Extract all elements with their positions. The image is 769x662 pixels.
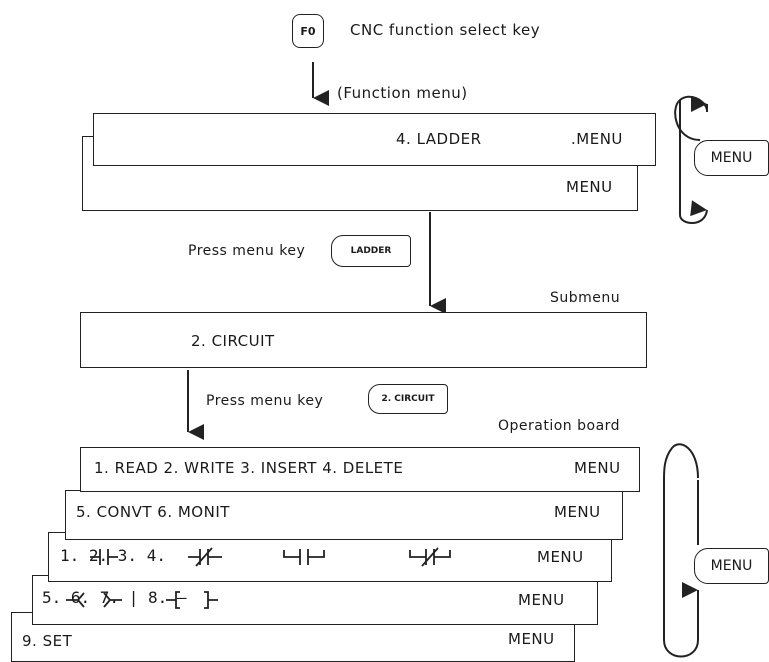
function-menu-ladder-item[interactable]: 4. LADDER xyxy=(396,130,482,148)
nc-contact-icon xyxy=(188,547,222,567)
op-row-1-menu[interactable]: MENU xyxy=(574,459,621,477)
menu-cycle-key-bottom[interactable]: MENU xyxy=(694,548,769,584)
press-menu-key-label-2: Press menu key xyxy=(206,393,324,409)
ladder-key[interactable]: LADDER xyxy=(331,235,411,267)
op-row-5-menu[interactable]: MENU xyxy=(508,630,555,648)
submenu-box xyxy=(80,312,647,368)
op-row-3-text[interactable]: 1. 2. 3. 4. xyxy=(60,546,166,565)
op-row-2-text[interactable]: 5. CONVT 6. MONIT xyxy=(76,503,230,521)
coil-icon xyxy=(66,592,122,608)
op-row-2-menu[interactable]: MENU xyxy=(554,503,601,521)
f0-key-label: CNC function select key xyxy=(350,21,541,39)
no-output-contact-icon xyxy=(283,549,325,565)
function-menu-next-2[interactable]: MENU xyxy=(566,178,613,196)
op-row-3-menu[interactable]: MENU xyxy=(537,548,584,566)
op-row-4-text[interactable]: 5. 6. 7. | 8. — xyxy=(42,588,187,607)
op-row-5-text[interactable]: 9. SET xyxy=(22,632,73,650)
circuit-key[interactable]: 2. CIRCUIT xyxy=(368,384,448,414)
op-row-4 xyxy=(32,575,598,625)
op-row-3 xyxy=(48,532,612,582)
op-row-1-text[interactable]: 1. READ 2. WRITE 3. INSERT 4. DELETE xyxy=(94,459,404,477)
no-contact-icon xyxy=(90,549,118,565)
function-bracket-icon xyxy=(166,591,218,609)
op-row-1 xyxy=(80,447,640,492)
operation-board-title: Operation board xyxy=(498,418,621,434)
function-menu-label: (Function menu) xyxy=(337,84,468,102)
function-menu-front xyxy=(93,113,656,166)
submenu-title: Submenu xyxy=(550,290,621,306)
menu-cycle-key-top[interactable]: MENU xyxy=(694,140,769,176)
f0-key[interactable]: F0 xyxy=(292,14,324,48)
function-menu-next[interactable]: .MENU xyxy=(571,130,623,148)
submenu-circuit-item[interactable]: 2. CIRCUIT xyxy=(191,332,275,350)
op-row-2 xyxy=(65,490,623,540)
cycle-loop-bottom xyxy=(663,443,699,481)
op-row-4-menu[interactable]: MENU xyxy=(518,591,565,609)
press-menu-key-label-1: Press menu key xyxy=(188,243,306,259)
nc-output-contact-icon xyxy=(409,547,451,567)
